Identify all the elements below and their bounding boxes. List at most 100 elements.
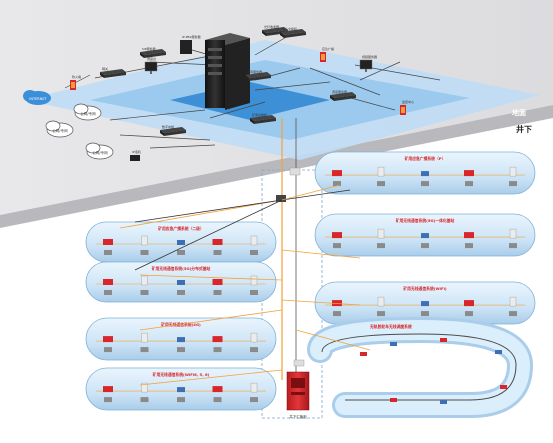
tunnel-title: 无轨胶轮车无线调度系统	[369, 324, 412, 329]
tunnel-subdevice	[177, 397, 185, 403]
tunnel-subdevice	[421, 243, 429, 249]
tunnel-subdevice	[465, 311, 473, 317]
vehicle-icon	[360, 352, 367, 356]
cloud-2-label: 公网/专网	[80, 111, 96, 116]
cloud-3	[85, 142, 114, 160]
surface-device-label: SIP服务器	[142, 46, 156, 51]
tunnel-device	[212, 239, 223, 245]
tunnel-device	[332, 170, 342, 177]
tunnel-t_right_4: 无轨胶轮车无线调度系统	[307, 316, 534, 418]
vehicle-icon	[390, 342, 397, 346]
surface-device-label: 数字中继	[162, 124, 174, 129]
tunnel-device	[212, 336, 223, 343]
surface-device-d15: 监控中心	[400, 99, 414, 115]
ground-edge	[0, 105, 553, 228]
tunnel-device	[177, 280, 185, 285]
cloud-3-label: 公网/专网	[92, 150, 108, 155]
cabinet-label: 井下汇聚柜	[289, 414, 307, 419]
tunnel-subdevice	[140, 250, 149, 255]
tunnel-subdevice	[177, 290, 185, 295]
tunnel-subdevice	[465, 243, 473, 249]
tunnel-device	[177, 387, 185, 393]
tunnel-device	[509, 166, 517, 177]
tunnel-device	[212, 386, 223, 393]
tunnel-device	[141, 235, 148, 246]
tunnel-device	[250, 275, 258, 286]
surface-device-label: 调度服务器	[332, 89, 347, 94]
tunnel-device	[464, 170, 474, 177]
tunnel-subdevice	[509, 243, 517, 249]
tunnel-subdevice	[250, 397, 258, 403]
tunnel-device	[141, 382, 148, 393]
surface-device-d8: 网关	[100, 66, 126, 78]
tunnel-device	[509, 228, 517, 239]
tunnel-device	[250, 332, 258, 343]
tunnel-subdevice	[213, 250, 222, 255]
tunnel-subdevice	[509, 311, 517, 317]
tunnel-subdevice	[250, 290, 258, 295]
tunnel-device	[464, 300, 474, 307]
tunnel-title: 矿用应急广播系统（P）	[405, 156, 446, 161]
junction-box-2	[289, 167, 301, 176]
tunnel-device	[177, 337, 185, 343]
tunnel-subdevice	[213, 347, 222, 353]
tunnel-t_right_1: 矿用应急广播系统（P）	[314, 151, 536, 195]
tunnel-subdevice	[104, 290, 112, 295]
vehicle-icon	[390, 398, 397, 402]
surface-device-label: IP话机	[132, 149, 141, 154]
surface-device-d10: 数字中继	[160, 124, 186, 136]
tunnel-device	[421, 171, 429, 177]
surface-device-d9: IP话机	[130, 149, 141, 161]
cloud-1	[45, 120, 74, 138]
tunnel-subdevice	[177, 250, 185, 255]
surface-device-d13: 矿用交换机	[250, 112, 276, 124]
surface-device-d1: SIP服务器	[140, 46, 166, 58]
tunnel-title: 矿用无线通信系统(5G)分布式基站	[152, 266, 211, 271]
cloud-internet: INTERNET	[23, 90, 51, 105]
surface-devices: SIP服务器IP-PBX服务器光纤收发器核心交换机调度台录音服务器防火墙网关IP…	[70, 24, 414, 161]
surface-device-label: 调度台	[147, 56, 156, 61]
tunnel-subdevice	[377, 181, 385, 187]
tunnel-subdevice	[421, 311, 429, 317]
tunnel-subdevice	[421, 181, 429, 187]
tunnel-device	[177, 240, 185, 245]
ground-label: 地面	[512, 108, 526, 117]
vehicle-icon	[440, 338, 447, 342]
tunnel-device	[141, 275, 148, 286]
tunnel-subdevice	[465, 181, 473, 187]
surface-device-label: 矿用交换机	[252, 112, 267, 117]
tunnel-title: 矿用无线通信系统(5G)一体化基站	[396, 218, 455, 223]
tunnel-subdevice	[333, 243, 341, 249]
surface-device-d2: IP-PBX服务器	[180, 34, 201, 54]
surface-device-d3: 光纤收发器	[262, 24, 288, 36]
tunnel-device	[212, 279, 223, 285]
tunnel-device	[332, 232, 342, 239]
internet-label: INTERNET	[29, 97, 47, 101]
surface-device-label: 视频服务器	[362, 54, 377, 59]
surface-device-label: 核心交换机	[282, 26, 297, 31]
cloud-2	[73, 103, 102, 121]
tunnel-device	[377, 166, 385, 177]
tunnel-subdevice	[250, 250, 258, 255]
surface-device-d12: 视频服务器	[359, 54, 377, 72]
surface-device-label: 应急广播	[322, 46, 334, 51]
tunnel-subdevice	[177, 347, 185, 353]
tunnel-t_right_2: 矿用无线通信系统(5G)一体化基站	[314, 213, 536, 257]
tunnel-device	[103, 386, 113, 393]
tunnel-device	[377, 296, 385, 307]
tunnel-subdevice	[104, 347, 112, 353]
surface-device-label: 防火墙	[72, 74, 81, 79]
tunnel-device	[421, 301, 429, 307]
tunnel-subdevice	[333, 181, 341, 187]
tunnel-t_left_4: 矿用无线通信系统(WiFi6, 5, 6)	[85, 367, 277, 411]
surface-device-label: 网关	[102, 66, 108, 71]
tunnel-device	[464, 232, 474, 239]
surface-device-label: IP-PBX服务器	[182, 34, 201, 39]
vehicle-icon	[495, 350, 502, 354]
tunnel-t_right_3: 矿用无线通信系统(WiFi)	[314, 281, 536, 325]
tunnel-device	[250, 382, 258, 393]
tunnel-subdevice	[140, 290, 149, 295]
tunnel-device	[377, 228, 385, 239]
tunnel-title: 矿用应急广播系统（二级）	[158, 226, 204, 231]
